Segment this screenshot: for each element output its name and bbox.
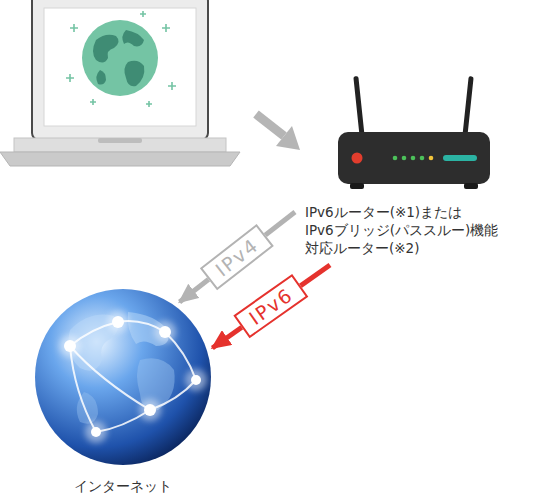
router (338, 76, 490, 189)
router-node: IPv6ルーター(※1)または IPv6ブリッジ(パススルー)機能 対応ルーター… (305, 70, 505, 257)
laptop (0, 0, 240, 166)
protocol-label: IPv4 (200, 224, 274, 291)
internet-node: インターネット (28, 282, 218, 494)
protocol-label: IPv6 (234, 274, 309, 339)
picture-space (305, 70, 505, 203)
globe (35, 289, 211, 465)
router-caption: IPv6ルーター(※1)または IPv6ブリッジ(パススルー)機能 対応ルーター… (305, 203, 505, 257)
flow-arrow (256, 114, 300, 150)
picture-space (28, 282, 218, 478)
internet-caption: インターネット (28, 478, 218, 494)
